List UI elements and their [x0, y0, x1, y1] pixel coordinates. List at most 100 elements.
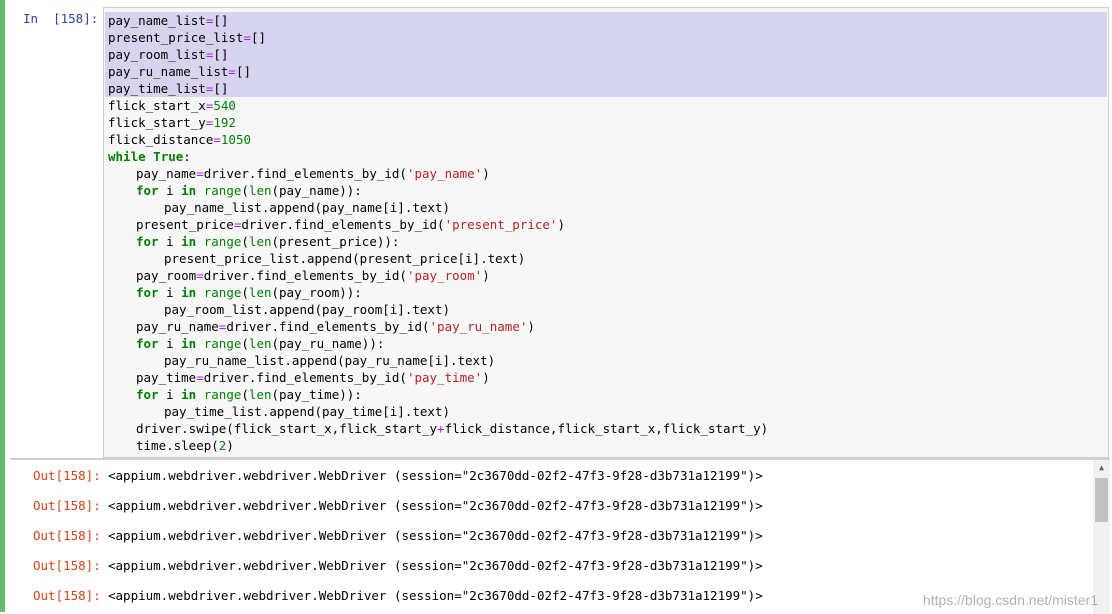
- code-editor[interactable]: pay_name_list=[]present_price_list=[]pay…: [103, 7, 1109, 458]
- code-token: pay_time_list: [108, 81, 206, 96]
- code-line: pay_time_list.append(pay_time[i].text): [164, 403, 450, 420]
- code-token: =: [213, 132, 221, 147]
- code-token: range: [203, 234, 242, 249]
- output-text: <appium.webdriver.webdriver.WebDriver (s…: [108, 498, 763, 513]
- code-token: 540: [213, 98, 236, 113]
- code-token: [196, 387, 204, 402]
- code-token: driver.find_elements_by_id(: [226, 319, 430, 334]
- code-line: while True:: [108, 148, 191, 165]
- code-token: (pay_ru_name)):: [271, 336, 385, 351]
- selection-highlight: [105, 12, 1107, 29]
- code-line: for i in range(len(present_price)):: [136, 233, 399, 250]
- code-token: []: [213, 81, 229, 96]
- code-token: [196, 285, 204, 300]
- code-token: 'pay_name': [406, 166, 483, 181]
- code-token: i: [158, 387, 182, 402]
- code-token: 192: [213, 115, 236, 130]
- code-line: pay_room_list=[]: [108, 46, 228, 63]
- code-token: 'pay_ru_name': [429, 319, 528, 334]
- code-token: 'present_price': [444, 217, 558, 232]
- code-line: pay_room=driver.find_elements_by_id('pay…: [136, 267, 490, 284]
- output-text: <appium.webdriver.webdriver.WebDriver (s…: [108, 588, 763, 603]
- code-token: pay_time: [136, 370, 197, 385]
- code-token: range: [203, 183, 242, 198]
- input-prompt: In [158]:: [23, 11, 99, 26]
- code-token: ): [527, 319, 535, 334]
- code-token: True: [153, 149, 184, 164]
- selection-highlight: [105, 63, 1107, 80]
- code-token: driver.find_elements_by_id(: [203, 166, 407, 181]
- code-token: driver.swipe(flick_start_x,flick_start_y: [136, 421, 438, 436]
- code-token: len: [248, 183, 272, 198]
- code-token: i: [158, 336, 182, 351]
- code-token: range: [203, 387, 242, 402]
- code-token: (pay_room)):: [271, 285, 362, 300]
- code-token: range: [203, 285, 242, 300]
- code-token: in: [181, 285, 197, 300]
- code-token: [196, 336, 204, 351]
- code-token: flick_distance,flick_start_x,flick_start…: [444, 421, 769, 436]
- code-token: ): [482, 370, 490, 385]
- code-token: ): [482, 166, 490, 181]
- code-line: pay_room_list.append(pay_room[i].text): [164, 301, 450, 318]
- code-line: pay_name_list.append(pay_name[i].text): [164, 199, 450, 216]
- output-text: <appium.webdriver.webdriver.WebDriver (s…: [108, 558, 763, 573]
- code-token: pay_name_list.append(pay_name[i].text): [164, 200, 450, 215]
- code-token: (pay_time)):: [271, 387, 362, 402]
- code-line: flick_distance=1050: [108, 131, 251, 148]
- code-token: ): [226, 438, 234, 453]
- code-token: in: [181, 183, 197, 198]
- code-line: for i in range(len(pay_ru_name)):: [136, 335, 384, 352]
- code-token: ): [482, 268, 490, 283]
- code-token: driver.find_elements_by_id(: [203, 370, 407, 385]
- code-token: =: [205, 115, 214, 130]
- code-token: present_price: [136, 217, 234, 232]
- code-token: i: [158, 234, 182, 249]
- output-row: Out[158]:<appium.webdriver.webdriver.Web…: [10, 466, 1090, 486]
- scroll-up-arrow-icon[interactable]: ▲: [1099, 463, 1104, 472]
- code-token: (: [241, 387, 249, 402]
- code-token: for: [136, 285, 159, 300]
- code-token: driver.find_elements_by_id(: [241, 217, 445, 232]
- code-token: 'pay_time': [406, 370, 483, 385]
- code-line: pay_ru_name_list=[]: [108, 63, 251, 80]
- code-token: []: [235, 64, 252, 79]
- code-token: =: [196, 370, 204, 385]
- code-token: pay_room_list.append(pay_room[i].text): [164, 302, 450, 317]
- selection-highlight: [105, 29, 1107, 46]
- output-prompt: Out[158]:: [33, 558, 101, 573]
- watermark: https://blog.csdn.net/mister1: [922, 592, 1098, 608]
- code-token: =: [218, 319, 227, 334]
- output-prompt: Out[158]:: [33, 498, 101, 513]
- code-token: 2: [218, 438, 227, 453]
- code-line: flick_start_y=192: [108, 114, 236, 131]
- code-token: for: [136, 234, 159, 249]
- code-token: pay_room_list: [108, 47, 206, 62]
- code-line: present_price_list.append(present_price[…: [164, 250, 525, 267]
- code-token: =: [196, 268, 204, 283]
- code-token: for: [136, 387, 159, 402]
- code-token: len: [248, 387, 272, 402]
- output-scrollbar[interactable]: ▲: [1093, 460, 1110, 614]
- code-token: =: [205, 47, 214, 62]
- output-area[interactable]: Out[158]: <appium.webdriver.webdriver.Web…: [10, 458, 1110, 614]
- code-token: pay_time_list.append(pay_time[i].text): [164, 404, 450, 419]
- code-line: time.sleep(2): [136, 437, 234, 454]
- code-token: in: [181, 387, 197, 402]
- code-line: pay_name_list=[]: [108, 12, 228, 29]
- code-token: pay_name: [136, 166, 197, 181]
- scroll-thumb[interactable]: [1095, 478, 1108, 522]
- code-token: present_price_list.append(present_price[…: [164, 251, 526, 266]
- code-token: for: [136, 336, 159, 351]
- code-token: ): [557, 217, 565, 232]
- code-line: pay_ru_name=driver.find_elements_by_id('…: [136, 318, 535, 335]
- code-token: :: [183, 149, 191, 164]
- code-token: in: [181, 336, 197, 351]
- code-token: for: [136, 183, 159, 198]
- output-prompt: Out[158]:: [33, 528, 101, 543]
- output-prompt: Out[158]:: [33, 588, 101, 603]
- code-token: =: [243, 30, 251, 45]
- code-token: (: [241, 336, 249, 351]
- code-token: pay_name_list: [108, 13, 206, 28]
